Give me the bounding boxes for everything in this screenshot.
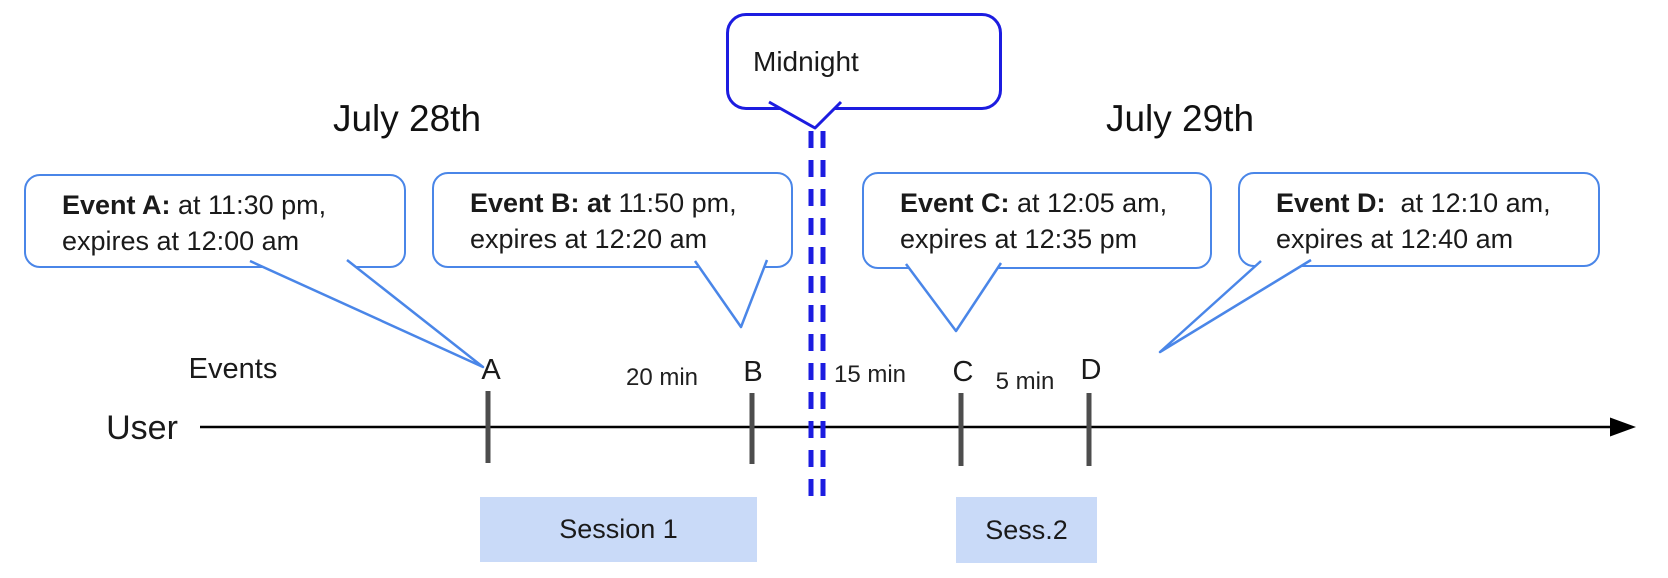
event-d-line2: expires at 12:40 am bbox=[1276, 224, 1514, 254]
event-a-callout-tail bbox=[249, 259, 485, 369]
midnight-label: Midnight bbox=[753, 45, 859, 77]
session-2-box: Sess.2 bbox=[956, 497, 1097, 563]
interval-c-d-label: 5 min bbox=[995, 368, 1055, 395]
date-july-29-label: July 29th bbox=[1105, 98, 1255, 139]
event-c-callout-tail bbox=[904, 262, 1003, 333]
event-b-line1: Event B: at 11:50 pm, bbox=[470, 185, 781, 221]
session-1-box: Session 1 bbox=[480, 497, 757, 562]
date-july-28-label: July 28th bbox=[332, 98, 482, 139]
interval-a-b-label: 20 min bbox=[625, 364, 699, 391]
user-row-label: User bbox=[106, 409, 178, 447]
event-a-time: at 11:30 pm, bbox=[170, 190, 327, 220]
tick-d-label: D bbox=[1080, 354, 1102, 386]
event-c-line1: Event C: at 12:05 am, bbox=[900, 185, 1200, 221]
event-d-time: at 12:10 am, bbox=[1385, 188, 1551, 218]
tick-a-label: A bbox=[481, 354, 501, 386]
event-d-callout: Event D: at 12:10 am, expires at 12:40 a… bbox=[1238, 172, 1600, 267]
event-c-title: Event C: bbox=[900, 188, 1010, 218]
event-b-title: Event B: at bbox=[470, 188, 612, 218]
event-b-line2: expires at 12:20 am bbox=[470, 224, 708, 254]
event-a-title: Event A: bbox=[62, 190, 171, 220]
session-1-label: Session 1 bbox=[559, 514, 678, 544]
event-d-title: Event D: bbox=[1276, 188, 1386, 218]
event-c-time: at 12:05 am, bbox=[1009, 188, 1168, 218]
tick-c-label: C bbox=[952, 356, 974, 388]
event-b-callout-tail bbox=[693, 259, 769, 329]
event-a-line2: expires at 12:00 am bbox=[62, 226, 300, 256]
events-row-label: Events bbox=[188, 353, 278, 385]
event-a-line1: Event A: at 11:30 pm, bbox=[62, 187, 394, 223]
event-b-time: 11:50 pm, bbox=[611, 188, 737, 218]
event-b-callout: Event B: at 11:50 pm, expires at 12:20 a… bbox=[432, 172, 793, 268]
event-c-callout: Event C: at 12:05 am, expires at 12:35 p… bbox=[862, 172, 1212, 269]
midnight-callout: Midnight bbox=[726, 13, 1002, 110]
event-a-callout: Event A: at 11:30 pm, expires at 12:00 a… bbox=[24, 174, 406, 268]
timeline-arrowhead-icon bbox=[1610, 417, 1636, 437]
interval-b-c-label: 15 min bbox=[833, 361, 907, 388]
event-c-line2: expires at 12:35 pm bbox=[900, 224, 1138, 254]
session-2-label: Sess.2 bbox=[985, 514, 1068, 545]
tick-b-label: B bbox=[743, 356, 763, 388]
event-d-callout-tail bbox=[1158, 258, 1312, 354]
event-d-line1: Event D: at 12:10 am, bbox=[1276, 185, 1588, 221]
